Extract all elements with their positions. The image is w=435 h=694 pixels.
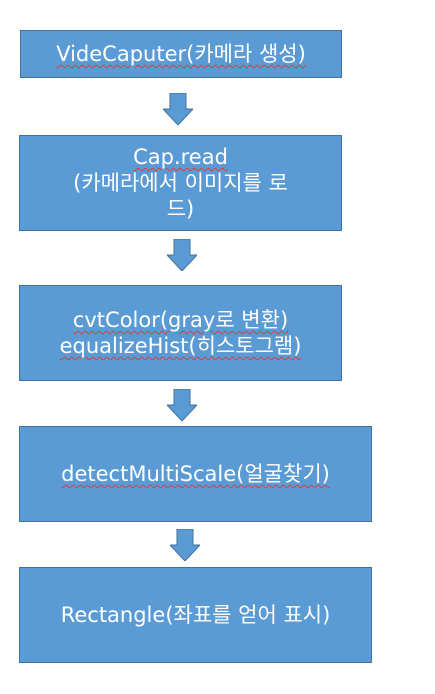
step-text: Cap.read	[133, 145, 228, 169]
arrow-down-icon	[167, 239, 197, 271]
arrow-down-icon	[163, 93, 193, 125]
arrow-down-icon	[170, 529, 200, 561]
step-text: (카메라에서 이미지를 로	[73, 171, 288, 195]
step-text: VideCaputer(카메라 생성)	[56, 42, 306, 66]
step-box-create-camera: VideCaputer(카메라 생성)	[20, 30, 342, 78]
step-text: 드)	[166, 197, 195, 221]
step-box-draw-rectangle: Rectangle(좌표를 얻어 표시)	[19, 567, 372, 663]
step-text: Rectangle(좌표를 얻어 표시)	[60, 603, 331, 627]
step-box-convert-gray: cvtColor(gray로 변환) equalizeHist(히스토그램)	[19, 285, 342, 381]
step-box-read-image: Cap.read (카메라에서 이미지를 로 드)	[19, 135, 342, 231]
step-text: equalizeHist(히스토그램)	[59, 334, 302, 358]
arrow-down-icon	[167, 389, 197, 421]
step-box-detect-faces: detectMultiScale(얼굴찾기)	[19, 426, 372, 522]
step-text: cvtColor(gray로 변환)	[72, 308, 289, 332]
step-text: detectMultiScale(얼굴찾기)	[61, 462, 330, 486]
